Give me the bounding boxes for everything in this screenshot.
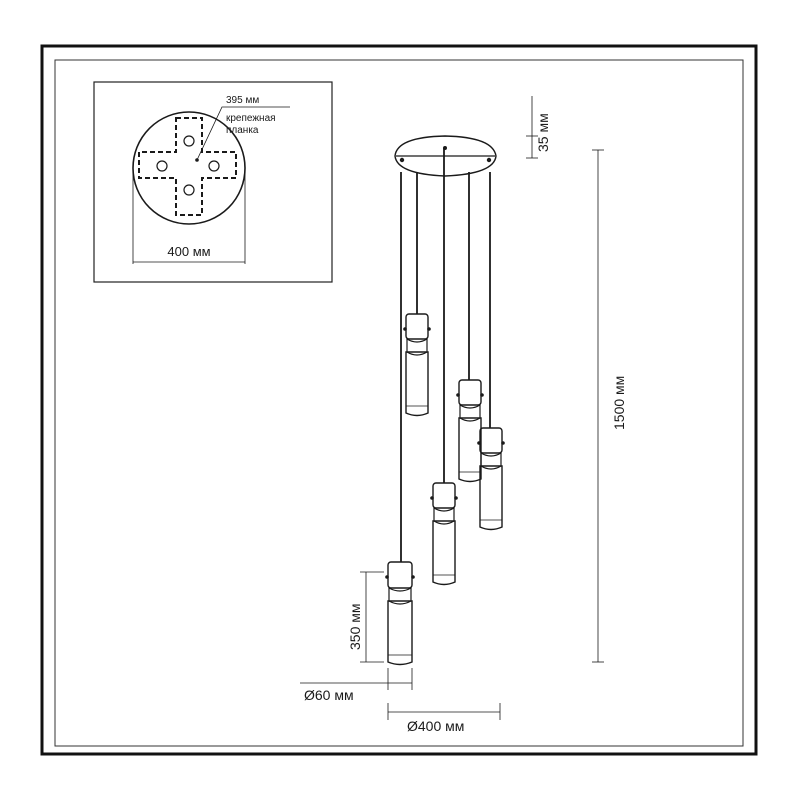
canopy bbox=[394, 135, 497, 177]
bracket-size-label: 395 мм bbox=[226, 95, 259, 106]
shade-diameter-label: Ø60 мм bbox=[304, 687, 354, 703]
canopy-height-dimension: 35 мм bbox=[526, 96, 551, 159]
bracket-leader-line bbox=[196, 106, 290, 161]
canopy-screw-right bbox=[486, 157, 492, 163]
top-view-inset: 395 мм крепежная планка 400 мм bbox=[93, 81, 333, 283]
inner-frame bbox=[54, 59, 744, 747]
inset-frame bbox=[93, 81, 333, 283]
mount-hole-top bbox=[183, 135, 195, 147]
mounting-bracket-outline bbox=[138, 117, 237, 216]
pendant-5 bbox=[385, 561, 415, 666]
bracket-leader-dot bbox=[195, 158, 199, 162]
bracket-caption-line1: крепежная bbox=[226, 113, 276, 124]
pendant-3 bbox=[477, 427, 505, 531]
canopy-screw-left bbox=[399, 157, 405, 163]
total-height-label: 1500 мм bbox=[611, 376, 627, 430]
shade-diameter-dimension: Ø60 мм bbox=[300, 668, 413, 703]
total-height-dimension: 1500 мм bbox=[592, 149, 627, 663]
mount-diameter-label: 400 мм bbox=[167, 244, 210, 259]
spread-diameter-label: Ø400 мм bbox=[407, 718, 464, 734]
spread-diameter-dimension: Ø400 мм bbox=[387, 703, 501, 734]
bracket-caption-line2: планка bbox=[226, 125, 259, 136]
pendant-2 bbox=[456, 379, 484, 483]
mount-hole-right bbox=[208, 160, 220, 172]
mount-hole-left bbox=[156, 160, 168, 172]
shade-height-label: 350 мм bbox=[347, 604, 363, 651]
canopy-top-view bbox=[132, 111, 246, 225]
side-view bbox=[385, 135, 505, 666]
pendant-4 bbox=[430, 482, 458, 586]
pendant-1 bbox=[403, 313, 431, 417]
mount-hole-bottom bbox=[183, 184, 195, 196]
canopy-height-label: 35 мм bbox=[535, 113, 551, 152]
shade-height-dimension: 350 мм bbox=[347, 571, 384, 663]
outer-frame bbox=[40, 44, 758, 756]
